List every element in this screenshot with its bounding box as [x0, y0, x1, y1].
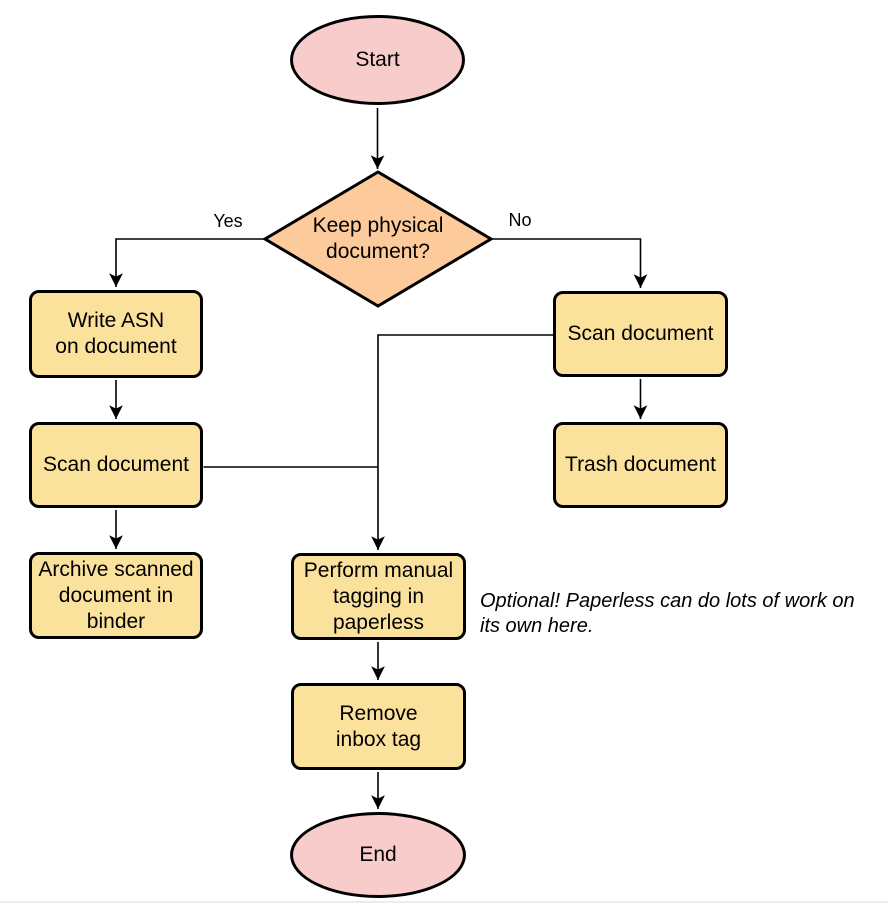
edge-label-no: No [508, 210, 532, 230]
node-start: Start [290, 15, 465, 105]
node-scan-document-left: Scan document [29, 422, 203, 508]
node-end: End [290, 812, 466, 898]
node-trash-document: Trash document [553, 422, 728, 508]
edge-decision-no-to-scan-right [491, 238, 648, 288]
node-write-asn: Write ASN on document [29, 290, 203, 378]
edge-scan-right-to-tagging [371, 334, 553, 550]
node-remove-inbox-tag: Remove inbox tag [291, 683, 466, 770]
annotation-optional-note: Optional! Paperless can do lots of work … [480, 590, 855, 637]
node-scan-document-right: Scan document [553, 291, 728, 377]
page-bottom-divider [0, 901, 888, 903]
edge-label-yes: Yes [213, 211, 243, 231]
edge-decision-yes-to-write-asn [109, 238, 265, 287]
node-decision-label: Keep physical document? [312, 214, 444, 263]
node-archive-in-binder: Archive scanned document in binder [29, 552, 203, 639]
node-manual-tagging: Perform manual tagging in paperless [291, 553, 466, 640]
node-decision-shape [262, 170, 494, 308]
